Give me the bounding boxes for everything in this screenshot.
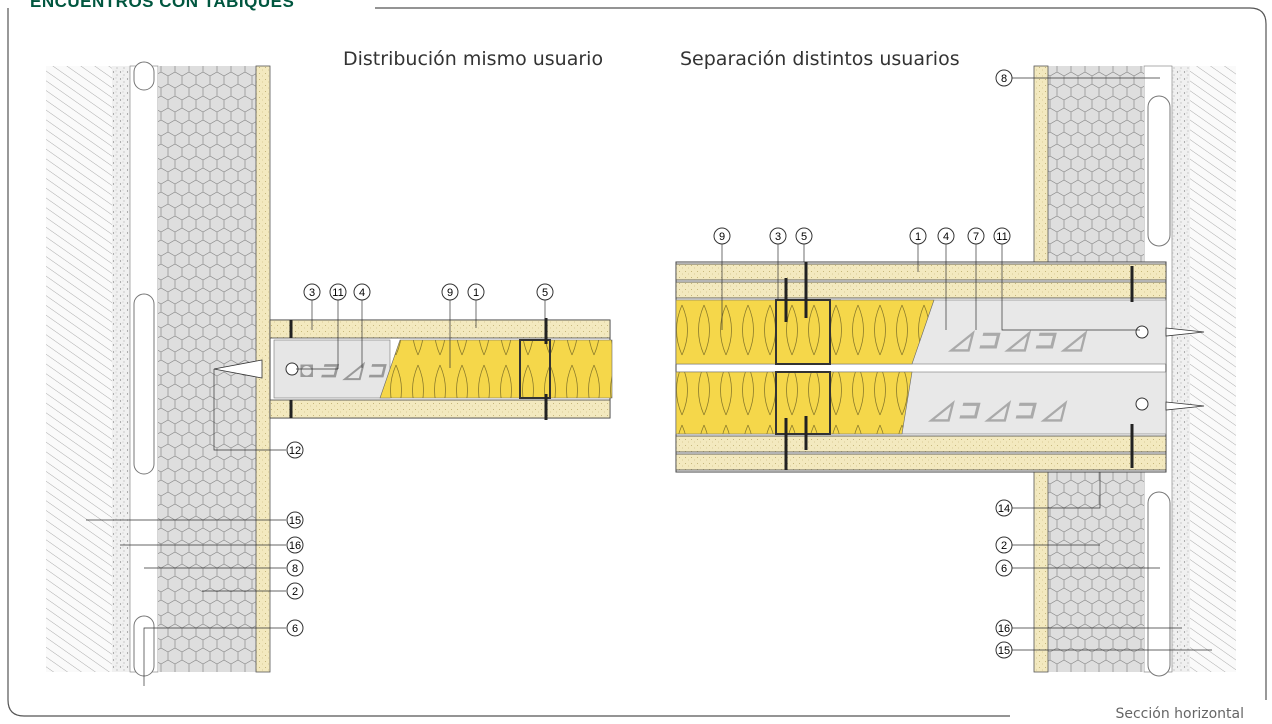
callout-left-15: 15	[286, 511, 304, 529]
stud-profile	[775, 371, 831, 435]
partition-board-bottom	[269, 399, 611, 419]
callout-right-6-text: 6	[1001, 563, 1007, 575]
nail	[1165, 327, 1205, 337]
callout-left-4-text: 4	[359, 287, 365, 299]
mineral-wool-top	[675, 299, 935, 365]
mineral-wool-bottom	[675, 371, 913, 435]
callout-left-6-text: 6	[292, 623, 298, 635]
callout-right-4-text: 4	[943, 231, 949, 243]
callout-left-1-text: 1	[473, 287, 479, 299]
callout-right-8: 8	[995, 69, 1013, 87]
callout-right-14: 14	[995, 499, 1013, 517]
section-caption: Sección horizontal	[1115, 706, 1244, 722]
board-layer	[675, 435, 1167, 453]
cavity-spacer	[1147, 491, 1171, 677]
callout-right-16: 16	[995, 619, 1013, 637]
callout-right-14-text: 14	[998, 503, 1010, 515]
callout-left-2: 2	[286, 582, 304, 600]
left-view-title: Distribución mismo usuario	[343, 48, 604, 70]
frame-border-left	[7, 8, 1010, 717]
callout-left-5: 5	[536, 283, 554, 301]
callout-right-1-text: 1	[915, 231, 921, 243]
mineral-wool-left	[379, 339, 613, 399]
fixing-anchor	[1135, 325, 1149, 339]
left-detail: ◘ ⊐ ◿ ⊐ 3 11 4 9 1 5 12 15 16 8 2 6	[46, 61, 613, 686]
callout-right-1: 1	[909, 227, 927, 245]
block-layer-right-top	[1048, 66, 1144, 262]
stud-logo-glyphs: ◘ ⊐ ◿ ⊐	[300, 357, 387, 382]
callout-left-9-text: 9	[447, 287, 453, 299]
callout-right-15: 15	[995, 641, 1013, 659]
callout-left-11-text: 11	[332, 287, 343, 299]
callout-right-11-text: 11	[996, 231, 1007, 243]
callout-left-8-text: 8	[292, 563, 298, 575]
callout-right-3-text: 3	[775, 231, 781, 243]
callout-right-5-text: 5	[801, 231, 807, 243]
callout-left-3-text: 3	[309, 287, 315, 299]
callout-right-7: 7	[967, 227, 985, 245]
callout-right-2-text: 2	[1001, 540, 1007, 552]
callout-right-2: 2	[995, 536, 1013, 554]
plaster-lining-right-bottom	[1033, 471, 1049, 673]
callout-left-6: 6	[286, 619, 304, 637]
callout-left-9: 9	[441, 283, 459, 301]
callout-right-3: 3	[769, 227, 787, 245]
callout-left-5-text: 5	[542, 287, 548, 299]
callout-right-5: 5	[795, 227, 813, 245]
plaster-lining-right-top	[1033, 65, 1049, 263]
callout-left-12: 12	[286, 441, 304, 459]
callout-right-6: 6	[995, 559, 1013, 577]
stud-profile	[519, 339, 551, 399]
callout-right-9: 9	[713, 227, 731, 245]
callout-right-4: 4	[937, 227, 955, 245]
callout-left-12-text: 12	[289, 445, 301, 457]
cavity-spacer	[133, 61, 155, 91]
callout-left-16-text: 16	[289, 540, 301, 552]
right-detail: ◿ ⊐ ◿ ⊐ ◿ ◿ ⊐ ◿ ⊐ ◿ 8 9 3 5 1 4 7 11 1	[675, 65, 1236, 677]
callout-right-16-text: 16	[998, 623, 1010, 635]
callout-right-11: 11	[993, 227, 1011, 245]
partition-board-top	[269, 319, 611, 339]
board-layer	[675, 263, 1167, 281]
right-view-title: Separación distintos usuarios	[680, 48, 960, 70]
brick-layer-right	[1190, 66, 1236, 672]
render-layer-right	[1172, 66, 1190, 672]
nail	[1165, 401, 1205, 411]
cavity-spacer	[1147, 95, 1171, 247]
block-layer-right-bottom	[1048, 472, 1144, 672]
cavity-spacer	[133, 293, 155, 475]
callout-left-1: 1	[467, 283, 485, 301]
board-layer	[675, 281, 1167, 299]
callout-left-4: 4	[353, 283, 371, 301]
callout-right-7-text: 7	[973, 231, 979, 243]
board-layer	[675, 453, 1167, 471]
frame-title: ENCUENTROS CON TABIQUES	[18, 0, 307, 12]
callout-left-16: 16	[286, 536, 304, 554]
render-layer-left	[112, 66, 130, 672]
frame-border-top	[375, 7, 1267, 700]
brick-layer-left	[46, 66, 112, 672]
callout-right-15-text: 15	[998, 645, 1010, 657]
callout-left-8: 8	[286, 559, 304, 577]
callout-right-8-text: 8	[1001, 73, 1007, 85]
callout-left-15-text: 15	[289, 515, 301, 527]
callout-right-9-text: 9	[719, 231, 725, 243]
callout-left-11: 11	[329, 283, 347, 301]
callout-left-3: 3	[303, 283, 321, 301]
callout-left-2-text: 2	[292, 586, 298, 598]
fixing-anchor	[1135, 397, 1149, 411]
stud-logo-glyphs: ◿ ⊐ ◿ ⊐ ◿	[927, 394, 1067, 424]
stud-logo-glyphs: ◿ ⊐ ◿ ⊐ ◿	[947, 324, 1087, 354]
wall-plug	[213, 359, 263, 379]
stud-profile	[775, 299, 831, 365]
